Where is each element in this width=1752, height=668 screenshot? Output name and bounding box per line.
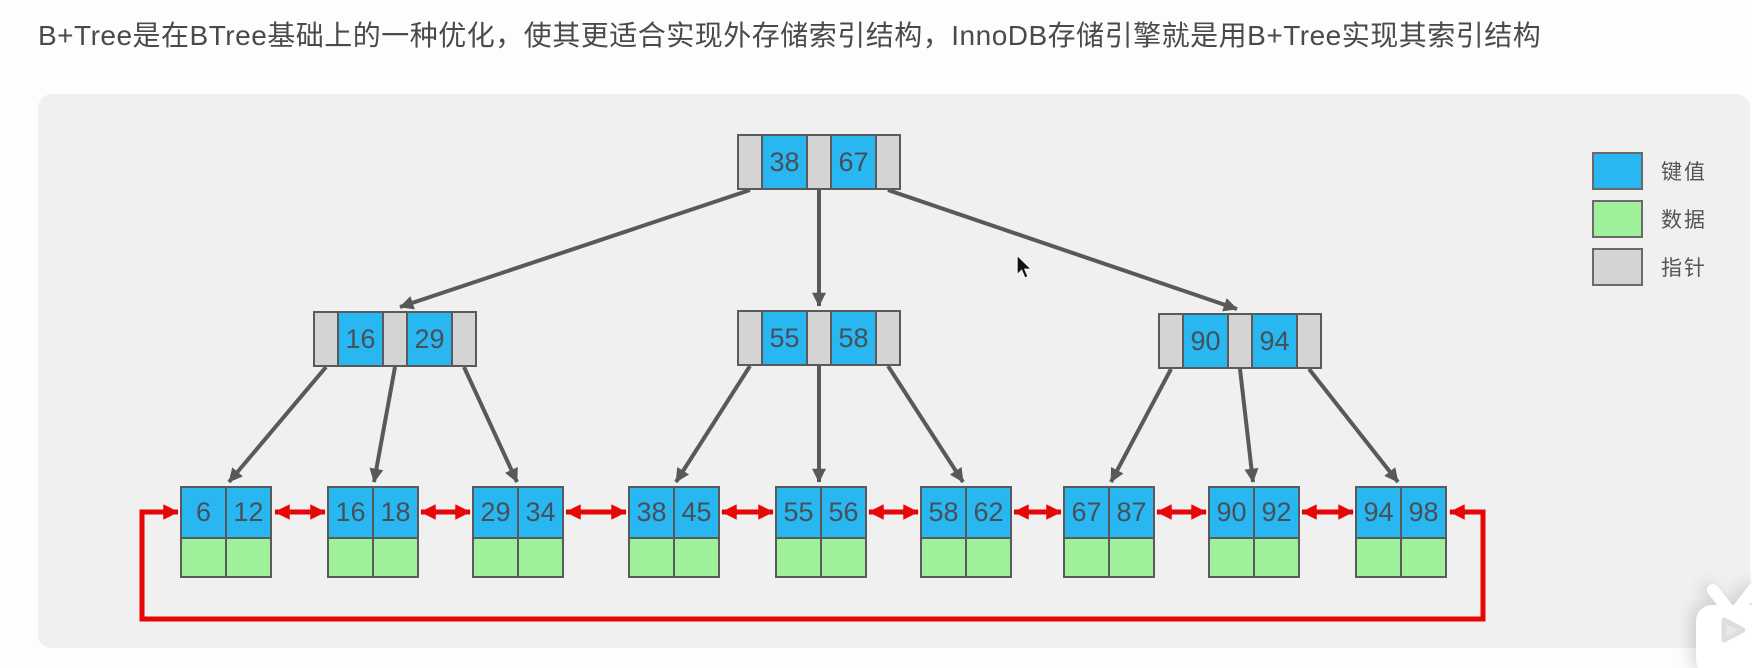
key-cell: 62: [965, 486, 1012, 539]
data-cell: [517, 537, 564, 578]
pointer-cell: [806, 134, 832, 190]
legend-item-key: 键值: [1592, 152, 1707, 190]
key-cell: 6: [180, 486, 227, 539]
legend-item-pointer: 指针: [1592, 248, 1707, 286]
legend-swatch-data: [1592, 200, 1643, 238]
internal-node: 16 29: [313, 311, 477, 367]
pointer-cell: [737, 134, 763, 190]
pointer-cell: [451, 311, 477, 367]
internal-node: 55 58: [737, 310, 901, 366]
key-cell: 90: [1208, 486, 1255, 539]
key-cell: 29: [406, 311, 453, 367]
key-cell: 90: [1182, 313, 1229, 369]
pointer-cell: [1296, 313, 1322, 369]
key-cell: 94: [1355, 486, 1402, 539]
bilibili-tv-logo-icon: [1696, 584, 1752, 668]
data-cell: [673, 537, 720, 578]
key-cell: 45: [673, 486, 720, 539]
key-cell: 67: [1063, 486, 1110, 539]
page-title: B+Tree是在BTree基础上的一种优化，使其更适合实现外存储索引结构，Inn…: [38, 20, 1542, 51]
legend-swatch-key: [1592, 152, 1643, 190]
data-cell: [775, 537, 822, 578]
legend-label: 数据: [1661, 209, 1707, 232]
data-cell: [965, 537, 1012, 578]
key-cell: 38: [761, 134, 808, 190]
pointer-cell: [806, 310, 832, 366]
pointer-cell: [737, 310, 763, 366]
data-cell: [1400, 537, 1447, 578]
key-cell: 55: [775, 486, 822, 539]
pointer-cell: [382, 311, 408, 367]
key-cell: 67: [830, 134, 877, 190]
pointer-cell: [1158, 313, 1184, 369]
legend-label: 指针: [1661, 257, 1707, 280]
key-cell: 58: [920, 486, 967, 539]
data-cell: [1063, 537, 1110, 578]
data-cell: [1208, 537, 1255, 578]
data-cell: [180, 537, 227, 578]
key-cell: 12: [225, 486, 272, 539]
key-cell: 18: [372, 486, 419, 539]
key-cell: 56: [820, 486, 867, 539]
key-cell: 34: [517, 486, 564, 539]
legend-item-data: 数据: [1592, 200, 1707, 238]
data-cell: [1253, 537, 1300, 578]
legend: 键值 数据 指针: [1592, 152, 1707, 286]
legend-swatch-pointer: [1592, 248, 1643, 286]
key-cell: 94: [1251, 313, 1298, 369]
key-cell: 87: [1108, 486, 1155, 539]
tree-root-node: 38 67: [737, 134, 901, 190]
data-cell: [1108, 537, 1155, 578]
key-cell: 58: [830, 310, 877, 366]
pointer-cell: [1227, 313, 1253, 369]
data-cell: [920, 537, 967, 578]
key-cell: 92: [1253, 486, 1300, 539]
key-cell: 38: [628, 486, 675, 539]
internal-node: 90 94: [1158, 313, 1322, 369]
data-cell: [820, 537, 867, 578]
data-cell: [472, 537, 519, 578]
data-cell: [628, 537, 675, 578]
key-cell: 55: [761, 310, 808, 366]
data-cell: [225, 537, 272, 578]
mouse-pointer-icon: [1016, 254, 1034, 280]
legend-label: 键值: [1661, 161, 1707, 184]
data-cell: [1355, 537, 1402, 578]
key-cell: 16: [337, 311, 384, 367]
key-cell: 98: [1400, 486, 1447, 539]
pointer-cell: [875, 310, 901, 366]
pointer-cell: [875, 134, 901, 190]
data-cell: [372, 537, 419, 578]
key-cell: 29: [472, 486, 519, 539]
pointer-cell: [313, 311, 339, 367]
key-cell: 16: [327, 486, 374, 539]
data-cell: [327, 537, 374, 578]
